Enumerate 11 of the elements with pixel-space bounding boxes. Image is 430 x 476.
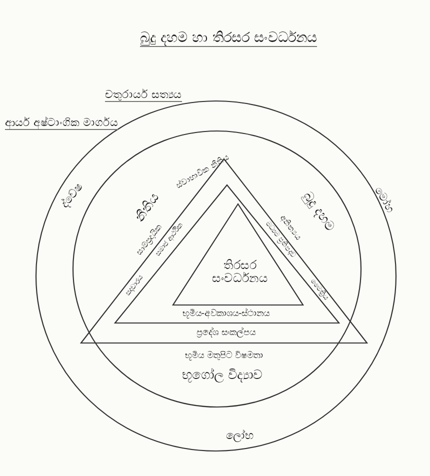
side-label: භූගෝල විද්‍යාව — [182, 368, 262, 384]
ring-label: ලෝභ — [226, 430, 254, 442]
side-label: බුදු දහම — [300, 190, 337, 234]
side-label: භූමිය මතුපිට විෂමතා — [185, 352, 263, 362]
title: බුදු දහම හා තිරසර සංවර්ධනය — [140, 30, 317, 47]
outer-circle — [35, 100, 397, 452]
side-label: භූමිය-අවකාශය-ස්ථානය — [182, 310, 270, 320]
side-label: ප්‍රදේශ සංකල්පය — [196, 329, 256, 339]
side-note: චතුරාර්ය සත්‍යය — [105, 88, 182, 102]
side-note: ආර්ය අෂ්ටාංගික මාර්ගය — [5, 116, 118, 130]
center-label: තිරසර සංවර්ධනය — [211, 258, 269, 286]
